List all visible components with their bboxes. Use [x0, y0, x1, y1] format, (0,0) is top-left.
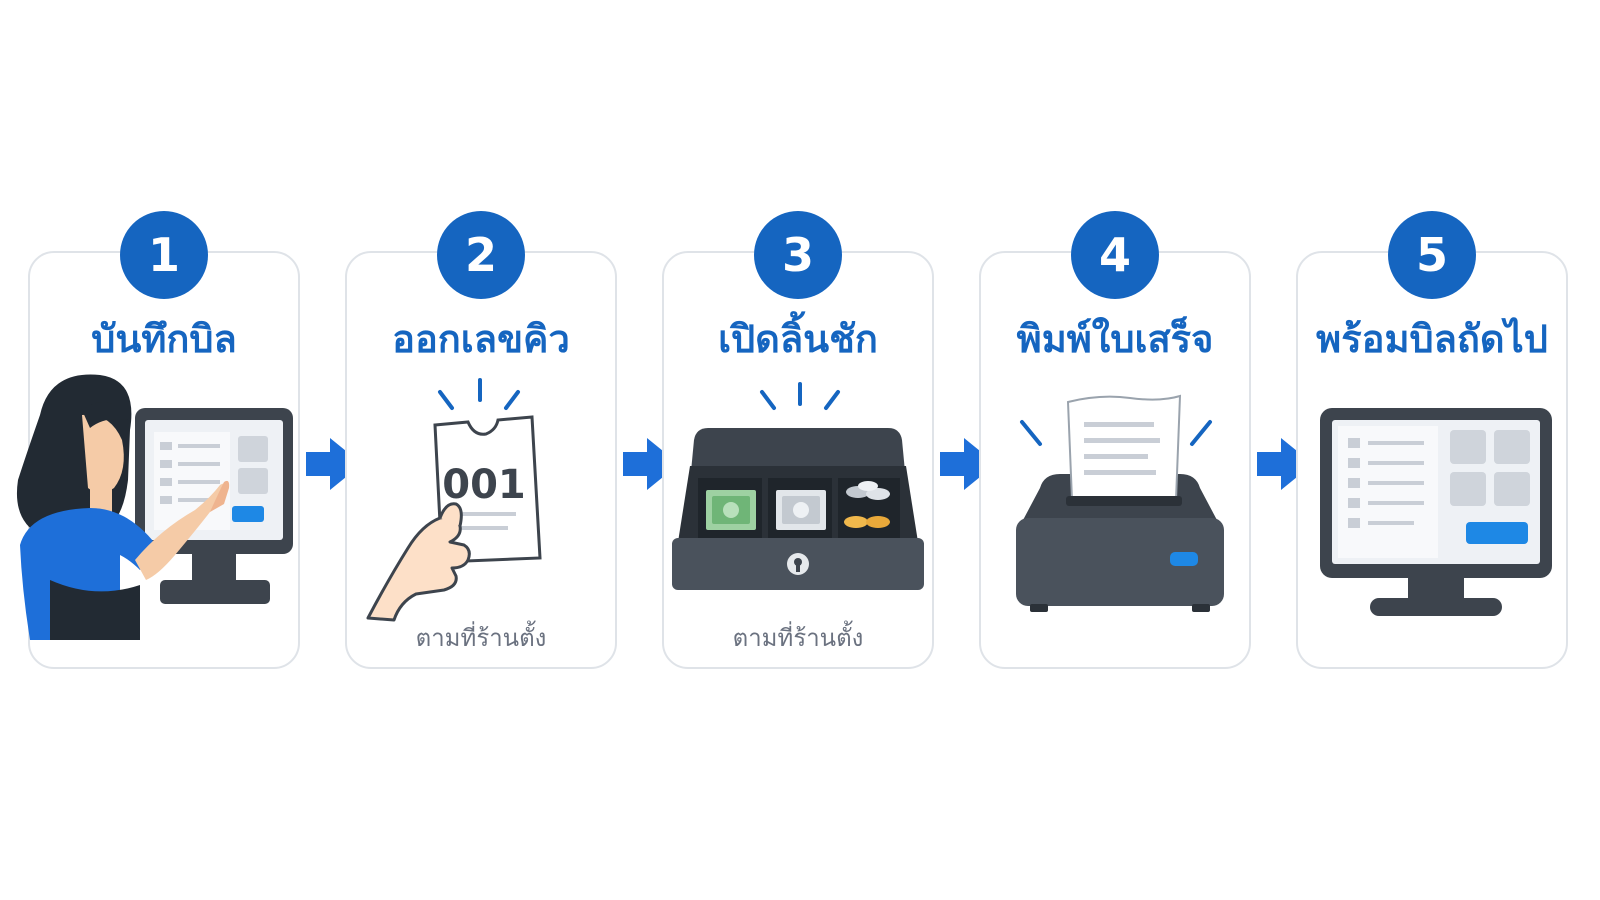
step-badge-1: 1 [120, 211, 208, 299]
cash-drawer-icon [672, 382, 924, 590]
step-badge-4: 4 [1071, 211, 1159, 299]
arrow-right-icon [623, 438, 679, 490]
step-title-2: ออกเลขคิว [392, 316, 570, 361]
step-title-3: เปิดลิ้นชัก [718, 316, 878, 361]
arrow-right-icon [306, 438, 362, 490]
step-note-2: ตามที่ร้านตั้ง [415, 624, 547, 652]
cashier-at-pos-terminal-icon [16, 374, 293, 640]
arrow-right-icon [1257, 438, 1313, 490]
step-title-5: พร้อมบิลถัดไป [1316, 316, 1548, 361]
step-title-1: บันทึกบิล [91, 316, 237, 361]
step-badge-3: 3 [754, 211, 842, 299]
step-badge-2: 2 [437, 211, 525, 299]
pos-monitor-icon [1320, 408, 1552, 616]
step-title-4: พิมพ์ใบเสร็จ [1016, 316, 1214, 361]
queue-ticket-icon: 001 [366, 378, 542, 622]
receipt-printer-icon [1016, 394, 1224, 612]
arrow-right-icon [940, 438, 996, 490]
ticket-number: 001 [442, 462, 526, 508]
step-badge-5: 5 [1388, 211, 1476, 299]
step-note-3: ตามที่ร้านตั้ง [732, 624, 864, 652]
